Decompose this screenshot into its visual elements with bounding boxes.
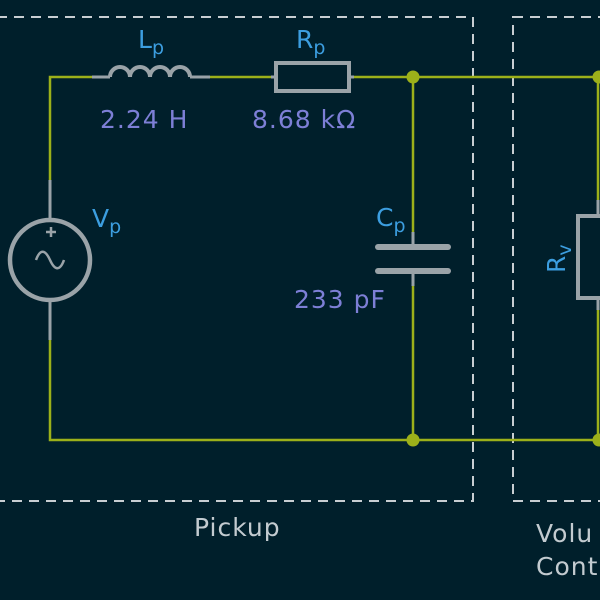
junction-bottom-left: [406, 433, 420, 447]
capacitor-ref-label: Cp: [376, 203, 406, 237]
junction-top-right: [592, 70, 600, 84]
inductor-ref-label: Lp: [138, 25, 164, 59]
volume-resistor-ref-label: Rv: [542, 244, 576, 273]
volume-block-label-line2: Cont: [536, 552, 598, 581]
volume-control-block-border: [512, 16, 600, 502]
volume-resistor-symbol: [576, 200, 600, 310]
capacitor-value-label: 233 pF: [294, 285, 386, 314]
pickup-block-label: Pickup: [194, 513, 281, 542]
resistor-symbol: [271, 61, 354, 93]
junction-bottom-right: [592, 433, 600, 447]
resistor-value-label: 8.68 kΩ: [252, 105, 356, 134]
resistor-ref-label: Rp: [296, 25, 325, 59]
inductor-value-label: 2.24 H: [100, 105, 188, 134]
volume-block-label-line1: Volu: [536, 519, 593, 548]
inductor-symbol: [92, 65, 210, 79]
pickup-block-border: [0, 16, 474, 502]
capacitor-symbol: [375, 232, 451, 286]
source-ref-label: Vp: [92, 204, 121, 238]
junction-top-left: [406, 70, 420, 84]
voltage-source-symbol: [7, 180, 93, 340]
